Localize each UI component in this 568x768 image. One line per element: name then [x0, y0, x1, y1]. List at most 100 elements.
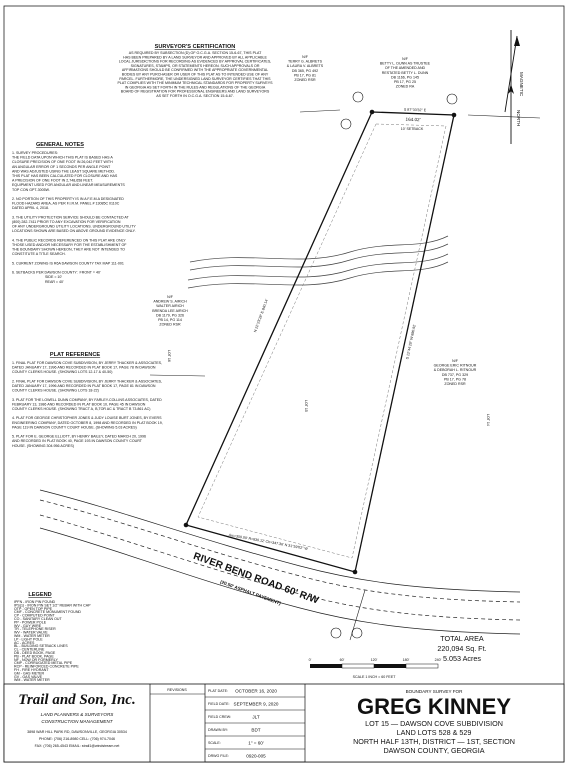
plat-date-label: PLAT DATE: — [208, 689, 228, 693]
owner-line: N/F — [302, 55, 309, 59]
river-bend-road — [39, 489, 521, 635]
legend-item: DB - DEED BOOK, PAGE — [14, 651, 56, 655]
lot-15-label: LOT 15 — [304, 400, 308, 412]
scale-tick-label: 240' — [435, 658, 442, 662]
road-pavement-edge — [39, 499, 521, 603]
certificate-line: LOCAL JURISDICTIONS FOR RECORDING AS EVI… — [119, 60, 271, 64]
legend-item: WV - GUY WIRE — [14, 624, 42, 628]
certificate-line: IN GEORGIA AS SET FORTH IN THE RULES AND… — [125, 85, 266, 89]
creek-edge-lower — [187, 261, 449, 289]
creek — [187, 235, 449, 289]
surveyors-certification: SURVEYOR'S CERTIFICATION AS REQUIRED BY … — [117, 44, 273, 98]
drawn-by-value: BDT — [251, 728, 260, 733]
owner-line: ZONED RSR — [294, 78, 316, 82]
creek-edge-bottom — [187, 253, 449, 281]
company-tagline-2: CONSTRUCTION MANAGEMENT — [41, 719, 113, 724]
general-note-line: CONSTITUTE A TITLE SEARCH. — [12, 252, 66, 256]
scale-bar: 0'60'120'180'240' SCALE 1 INCH = 60 FEET — [309, 658, 442, 679]
scale-value: 1" = 60' — [248, 741, 264, 746]
legend-item: BL - BUILDING SETBACK LINES — [14, 644, 68, 648]
monument-icon — [352, 91, 364, 103]
magnetic-label: MAGNETIC — [519, 72, 524, 97]
monument-icon — [330, 627, 342, 639]
plat-reference-line: HOUSE. (SHOWING 304.956 ACRES) — [12, 444, 74, 448]
general-note-line: 1. SURVEY PROCEDURES: — [12, 151, 58, 155]
field-date-value: SEPTEMBER 9, 2020 — [234, 702, 279, 707]
owner-line: N/F — [167, 295, 174, 299]
general-note-line: THE FIELD DATA UPON WHICH THIS PLAT IS B… — [12, 156, 113, 160]
legend-item: CMP - CORRUGATED METAL PIPE — [14, 661, 73, 665]
owner-line: BRENDA LEE AIRICH — [152, 309, 188, 313]
general-note-line: 5. CURRENT ZONING IS R6A DAWSON COUNTY T… — [12, 261, 124, 265]
owner-line: BETTY L. DUNN AS TRUSTEE — [380, 62, 431, 66]
total-area-acres: 5.053 Acres — [443, 654, 481, 663]
plat-reference-line: 4. PLAT FOR GEORGE CHRISTOPHER JONES & J… — [12, 416, 162, 420]
owner-line: & DEBORAH L. RITNOUR — [434, 368, 477, 372]
north-line-distance: 164.02' — [406, 117, 421, 122]
monument-icon — [340, 118, 352, 130]
owner-line: N/F — [402, 57, 409, 61]
certificate-text: AS REQUIRED BY SUBSECTION (D) OF O.C.G.A… — [117, 51, 273, 98]
legend-item: NF - NOW OR FORMERLY — [14, 658, 58, 662]
owner-line: ZONED RSR — [159, 323, 181, 327]
drawn-by-label: DRAWN BY: — [208, 728, 228, 732]
general-note-line: THOSE USED AND/OR NECESSARY FOR THE ESTA… — [12, 243, 127, 247]
north-label: NORTH — [516, 110, 521, 126]
general-note-line: SIDE = 10' — [12, 275, 62, 279]
plat-reference-line: 5. PLAT FOR E. GEORGE ELLIOTT, BY HENRY … — [12, 435, 146, 439]
general-note-line: A PRECISION OF ONE FOOT IN 2,748,658 FEE… — [12, 179, 93, 183]
certificate-line: PLAT COMPLIES WITH THE MINIMUM TECHNICAL… — [117, 81, 273, 85]
total-area-block: TOTAL AREA 220,094 Sq. Ft. 5.053 Acres — [437, 634, 486, 663]
plat-reference-line: DATED JANUARY 17, 1996 AND RECORDED IN P… — [12, 366, 156, 370]
legend-item: GM - GAS METER — [14, 671, 45, 675]
general-note-line: TOP CON GPT-3005W. — [12, 188, 50, 192]
plat-reference: PLAT REFERENCE 1. FINAL PLAT FOR DAWSON … — [12, 352, 163, 448]
owner-line: PB 17, PG 81 — [294, 73, 316, 77]
owner-line: ZONED RSR — [444, 382, 466, 386]
certificate-line: PARCEL. FURTHERMORE, THE UNDERSIGNED LAN… — [119, 77, 271, 81]
monuments — [183, 91, 458, 639]
land-lots: LAND LOTS 528 & 529 — [397, 728, 472, 737]
road-row-edge-south — [39, 527, 521, 635]
general-notes-title: GENERAL NOTES — [36, 142, 84, 148]
legend-title: LEGEND — [28, 592, 51, 598]
general-note-line: CLOSURE PRECISION OF ONE FOOT IN 26,042 … — [12, 160, 113, 164]
general-note-line: AN ANGULAR ERROR OF 1 SECONDS PER ANGLE … — [12, 165, 111, 169]
company-fax: FAX: (706) 265-4543 EMAIL: strail1@winds… — [35, 744, 120, 748]
revisions-label: REVISIONS — [167, 688, 187, 692]
certificate-title: SURVEYOR'S CERTIFICATION — [155, 44, 236, 50]
owner-line: PB 17, PG 25 — [394, 80, 416, 84]
plat-reference-line: AND RECORDED IN PLAT BOOK 40, PAGE 193 I… — [12, 439, 143, 443]
company-address: 3898 WAR HILL PARK RD, DAWSONVILLE, GEOR… — [27, 730, 127, 734]
certificate-line: SIGNATURES, STAMPS, OR STATEMENTS HEREON… — [131, 64, 260, 68]
county-state: DAWSON COUNTY, GEORGIA — [383, 746, 484, 755]
field-crew-value: JLT — [252, 715, 260, 720]
plat-reference-line: COUNTY CLERKS HOUSE. (SHOWING LOTS 12-17… — [12, 370, 112, 374]
general-note-line: 6. SETBACKS PER DAWSON COUNTY: FRONT = 4… — [12, 271, 101, 275]
title-block: Trail and Son, Inc. LAND PLANNERS & SURV… — [3, 683, 565, 763]
lot-line — [149, 374, 206, 377]
scale-label: SCALE 1 INCH = 60 FEET — [353, 675, 397, 679]
scale-tick-label: 0' — [309, 658, 312, 662]
scale-label: SCALE: — [208, 741, 221, 745]
plat-reference-title: PLAT REFERENCE — [50, 352, 101, 358]
owner-line: GEORGE ERIC RITNOUR — [434, 364, 477, 368]
scale-segment — [310, 664, 342, 668]
lot-line — [349, 589, 366, 641]
drawing-file-value: 0920-005 — [246, 754, 266, 759]
iron-pin-icon — [352, 569, 358, 575]
drawing-file-label: DRWG FILE: — [208, 754, 229, 758]
lot-labels: LOT 16 LOT 15 LOT 14 — [167, 350, 490, 426]
owner-line: ANDREW S. AIRICH — [153, 300, 187, 304]
owner-line: DB 1179, PG 326 — [156, 313, 184, 317]
company-phone: PHONE: (706) 216-8980 CELL: (706) 974-70… — [39, 737, 115, 741]
certificate-line: AS SET FORTH IN O.C.G.A. SECTION 15-6-67… — [156, 94, 234, 98]
monument-icon — [351, 627, 363, 639]
owner-line: WALTER AIRICH — [156, 304, 184, 308]
general-note-line: 3. THE UTILITY PROTECTION SERVICE SHOULD… — [12, 215, 129, 219]
plat-date-value: OCTOBER 16, 2020 — [235, 689, 277, 694]
